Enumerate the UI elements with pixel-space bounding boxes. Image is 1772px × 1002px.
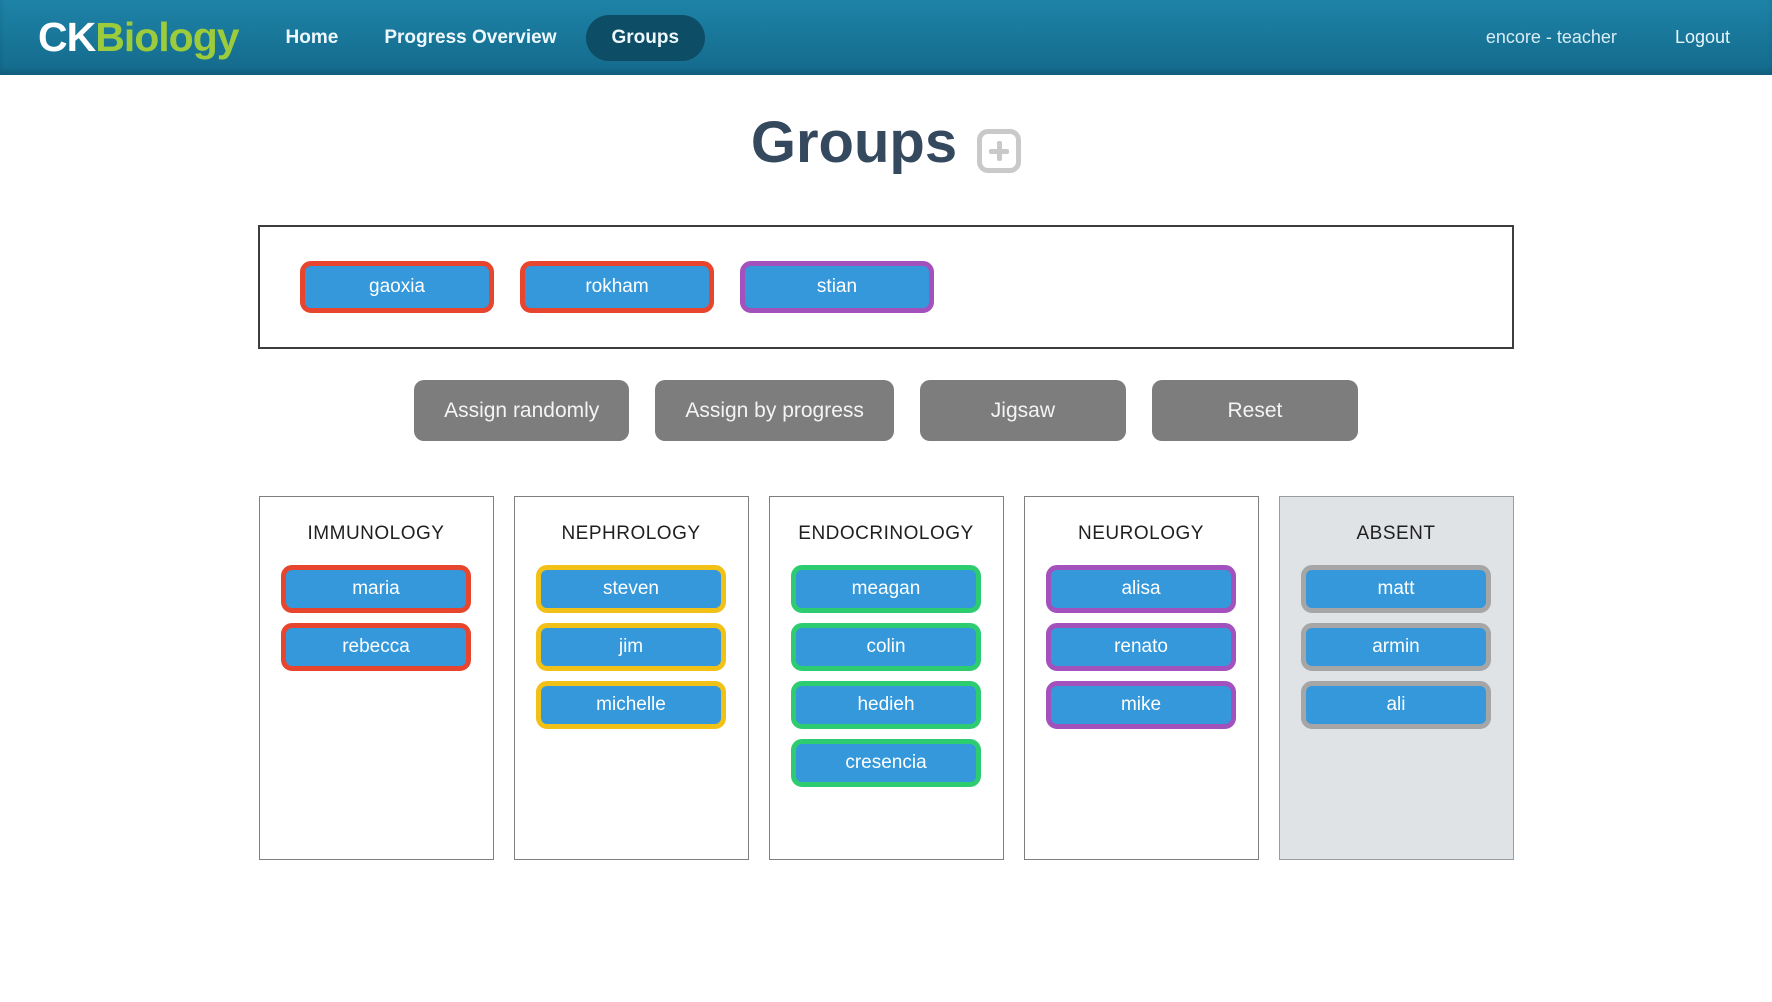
student-pill-renato[interactable]: renato bbox=[1046, 623, 1236, 671]
student-pill-matt[interactable]: matt bbox=[1301, 565, 1491, 613]
student-pill-meagan[interactable]: meagan bbox=[791, 565, 981, 613]
student-pill-jim[interactable]: jim bbox=[536, 623, 726, 671]
user-label: encore - teacher bbox=[1485, 27, 1617, 47]
group-pill-list: matt armin ali bbox=[1280, 565, 1513, 729]
student-pill-gaoxia[interactable]: gaoxia bbox=[300, 261, 494, 313]
student-pill-alisa[interactable]: alisa bbox=[1046, 565, 1236, 613]
logo-suffix: Biology bbox=[95, 14, 239, 60]
student-pill-mike[interactable]: mike bbox=[1046, 681, 1236, 729]
group-title: NEPHROLOGY bbox=[561, 523, 701, 544]
logo-prefix: CK bbox=[38, 14, 96, 60]
plus-icon bbox=[989, 141, 1010, 161]
group-pill-list: alisa renato mike bbox=[1025, 565, 1258, 729]
student-pill-stian[interactable]: stian bbox=[740, 261, 934, 313]
student-pill-hedieh[interactable]: hedieh bbox=[791, 681, 981, 729]
group-title: ABSENT bbox=[1356, 523, 1436, 544]
main-content: Groups gaoxia rokham stian Assign randomly… bbox=[0, 107, 1772, 860]
group-column-endocrinology[interactable]: ENDOCRINOLOGY meagan colin hedieh cresencia bbox=[768, 496, 1004, 860]
reset-button[interactable]: Reset bbox=[1151, 380, 1358, 441]
group-title: ENDOCRINOLOGY bbox=[798, 523, 974, 544]
action-buttons: Assign randomly Assign by progress Jigsaw R… bbox=[0, 380, 1772, 441]
group-column-absent[interactable]: ABSENT matt armin ali bbox=[1278, 496, 1514, 860]
student-pill-rokham[interactable]: rokham bbox=[520, 261, 714, 313]
group-columns: IMMUNOLOGY maria rebecca NEPHROLOGY steven ji… bbox=[0, 496, 1772, 860]
student-pill-michelle[interactable]: michelle bbox=[536, 681, 726, 729]
student-pill-rebecca[interactable]: rebecca bbox=[281, 623, 471, 671]
student-pill-steven[interactable]: steven bbox=[536, 565, 726, 613]
group-column-neurology[interactable]: NEUROLOGY alisa renato mike bbox=[1023, 496, 1259, 860]
group-pill-list: steven jim michelle bbox=[515, 565, 748, 729]
student-pill-cresencia[interactable]: cresencia bbox=[791, 739, 981, 787]
assign-randomly-button[interactable]: Assign randomly bbox=[414, 380, 630, 441]
title-row: Groups bbox=[0, 107, 1772, 179]
unassigned-student-pool[interactable]: gaoxia rokham stian bbox=[258, 225, 1514, 349]
page-title: Groups bbox=[750, 110, 958, 175]
group-title: NEUROLOGY bbox=[1078, 523, 1204, 544]
nav-item-home[interactable]: Home bbox=[285, 26, 339, 48]
student-pill-maria[interactable]: maria bbox=[281, 565, 471, 613]
logout-link[interactable]: Logout bbox=[1674, 27, 1730, 47]
student-pill-armin[interactable]: armin bbox=[1301, 623, 1491, 671]
student-pill-colin[interactable]: colin bbox=[791, 623, 981, 671]
nav-links: Home Progress Overview Groups bbox=[269, 14, 706, 61]
group-column-nephrology[interactable]: NEPHROLOGY steven jim michelle bbox=[513, 496, 749, 860]
nav-item-groups[interactable]: Groups bbox=[585, 14, 706, 61]
group-pill-list: meagan colin hedieh cresencia bbox=[770, 565, 1003, 787]
student-pill-ali[interactable]: ali bbox=[1301, 681, 1491, 729]
group-column-immunology[interactable]: IMMUNOLOGY maria rebecca bbox=[258, 496, 494, 860]
app-logo[interactable]: CKBiology bbox=[38, 14, 240, 60]
nav-item-progress-overview[interactable]: Progress Overview bbox=[384, 26, 557, 48]
group-pill-list: maria rebecca bbox=[260, 565, 493, 671]
nav-right: encore - teacher Logout bbox=[1486, 27, 1742, 48]
navbar: CKBiology Home Progress Overview Groups en… bbox=[0, 0, 1772, 75]
add-group-button[interactable] bbox=[977, 129, 1022, 173]
assign-by-progress-button[interactable]: Assign by progress bbox=[655, 380, 894, 441]
group-title: IMMUNOLOGY bbox=[307, 523, 445, 544]
jigsaw-button[interactable]: Jigsaw bbox=[919, 380, 1126, 441]
